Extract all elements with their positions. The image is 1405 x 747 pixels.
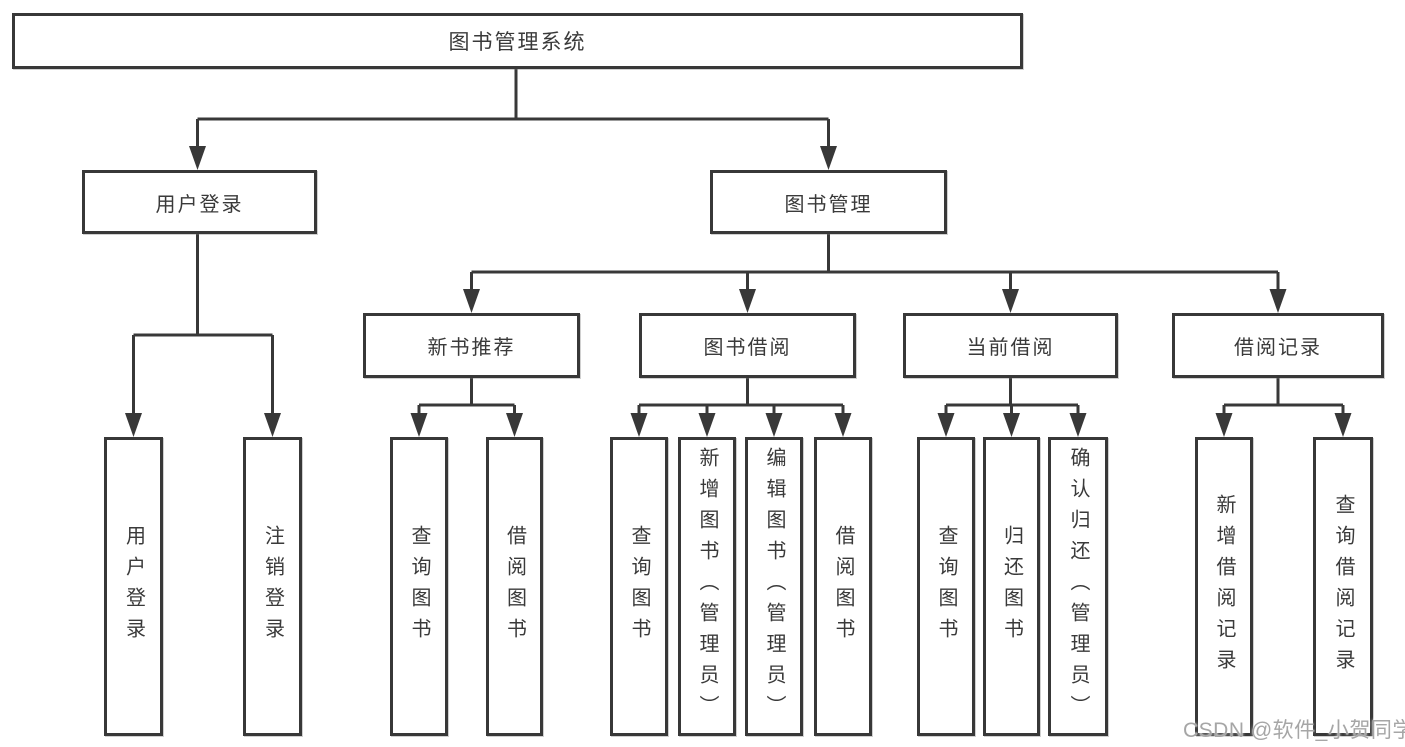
leaf-label: 注销登录	[261, 524, 284, 649]
node-user-login: 用户登录	[82, 170, 317, 234]
leaf-logout: 注销登录	[243, 437, 302, 736]
node-label: 当前借阅	[966, 337, 1055, 359]
node-new-book-recommend: 新书推荐	[363, 313, 580, 378]
leaf-borrow-books: 借阅图书	[814, 437, 872, 736]
node-current-borrow: 当前借阅	[903, 313, 1118, 378]
node-label: 图书管理	[784, 193, 873, 216]
node-label: 图书借阅	[703, 337, 792, 359]
leaf-label: 用户登录	[122, 524, 145, 649]
leaf-label: 借阅图书	[503, 524, 526, 649]
leaf-add-borrow-record: 新增借阅记录	[1195, 437, 1253, 736]
leaf-add-books-admin: 新增图书（管理员）	[678, 437, 736, 736]
connector-segments	[132, 69, 1345, 414]
node-book-management: 图书管理	[710, 170, 947, 234]
leaf-label: 借阅图书	[832, 524, 854, 649]
leaf-query-books-recommend: 查询图书	[390, 437, 448, 736]
leaf-user-login: 用户登录	[104, 437, 163, 736]
node-label: 借阅记录	[1234, 337, 1322, 359]
leaf-query-books-current: 查询图书	[917, 437, 975, 736]
leaf-query-borrow-record: 查询借阅记录	[1313, 437, 1373, 736]
node-root-system: 图书管理系统	[12, 13, 1023, 69]
leaf-label: 查询图书	[628, 524, 650, 649]
node-label: 用户登录	[155, 193, 244, 216]
node-book-borrow: 图书借阅	[639, 313, 856, 378]
node-label: 图书管理系统	[448, 31, 587, 54]
node-label: 新书推荐	[427, 337, 516, 359]
leaf-label: 新增借阅记录	[1213, 493, 1235, 680]
leaf-confirm-return-admin: 确认归还（管理员）	[1048, 437, 1108, 736]
leaf-label: 确认归还（管理员）	[1067, 447, 1089, 726]
leaf-label: 归还图书	[1000, 524, 1023, 649]
leaf-label: 查询图书	[935, 524, 957, 649]
leaf-label: 编辑图书（管理员）	[763, 447, 785, 726]
leaf-label: 新增图书（管理员）	[696, 447, 718, 726]
arrowhead-icons	[125, 146, 1352, 437]
csdn-watermark: CSDN @软件_小贺同学	[1183, 719, 1405, 742]
leaf-label: 查询图书	[408, 524, 430, 649]
node-borrow-records: 借阅记录	[1172, 313, 1384, 378]
leaf-edit-books-admin: 编辑图书（管理员）	[745, 437, 803, 736]
leaf-borrow-books-recommend: 借阅图书	[486, 437, 543, 736]
leaf-label: 查询借阅记录	[1332, 493, 1354, 680]
leaf-query-books-borrow: 查询图书	[610, 437, 668, 736]
leaf-return-books: 归还图书	[983, 437, 1040, 736]
